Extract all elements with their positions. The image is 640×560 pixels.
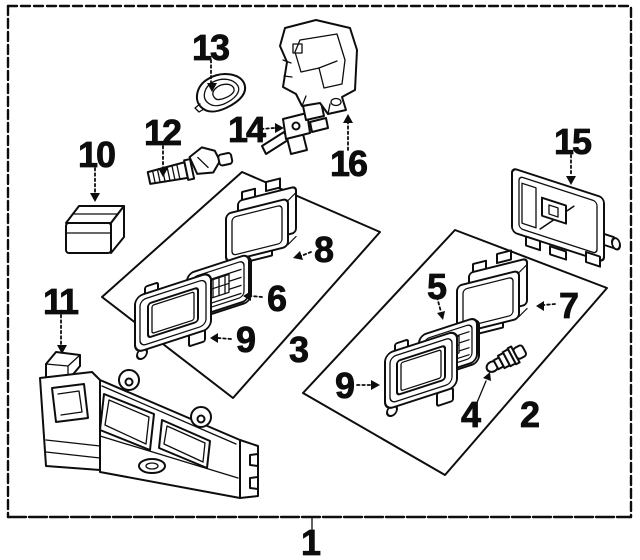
arrow-11 <box>57 314 67 354</box>
callout-9-left: 9 <box>236 319 255 360</box>
callout-2: 2 <box>520 394 539 435</box>
callout-11: 11 <box>43 281 79 322</box>
part-10-block <box>65 205 125 254</box>
callout-1: 1 <box>301 522 321 560</box>
part-13-clip <box>194 73 246 113</box>
callout-15: 15 <box>554 121 592 162</box>
callout-arrows <box>57 59 576 406</box>
group-2-outline <box>302 229 608 476</box>
part-16-bracket <box>279 19 358 115</box>
part-14-retainer-clip <box>261 101 329 155</box>
diagram-frame <box>6 4 633 533</box>
callout-8: 8 <box>314 229 333 270</box>
callout-16: 16 <box>330 143 367 184</box>
arrow-16 <box>343 114 353 151</box>
group-3-outline <box>101 171 381 399</box>
arrow-5 <box>436 296 445 320</box>
arrow-7 <box>536 301 556 311</box>
arrow-9-left <box>210 333 232 343</box>
arrow-10 <box>90 167 100 202</box>
callout-12: 12 <box>144 112 181 153</box>
part-8-housing <box>225 177 297 266</box>
part-11-mounting-bracket <box>39 351 259 499</box>
arrow-12 <box>158 145 168 177</box>
arrow-9-right <box>356 380 380 390</box>
part-9-bezel-right <box>384 331 458 418</box>
arrow-4 <box>475 372 491 406</box>
callout-3: 3 <box>289 329 308 370</box>
callout-9-right: 9 <box>335 365 354 406</box>
callout-13: 13 <box>192 27 229 68</box>
callout-7: 7 <box>559 285 578 326</box>
part-15-mounting-bracket <box>511 168 621 268</box>
arrow-6 <box>243 291 263 301</box>
arrow-8 <box>293 251 312 260</box>
arrow-13 <box>207 59 217 92</box>
callout-10: 10 <box>78 134 115 175</box>
callout-5: 5 <box>427 266 447 307</box>
callout-labels: 1 2 3 4 5 6 7 8 9 9 10 11 12 13 14 15 16 <box>43 27 595 560</box>
arrow-15 <box>566 154 576 185</box>
part-4-bulb <box>485 344 527 373</box>
callout-4: 4 <box>461 394 481 435</box>
callout-6: 6 <box>267 278 286 319</box>
part-12-adjusting-screw <box>146 146 234 185</box>
part-9-bezel-left <box>134 273 212 361</box>
arrow-14 <box>260 123 284 133</box>
callout-14: 14 <box>228 109 266 150</box>
